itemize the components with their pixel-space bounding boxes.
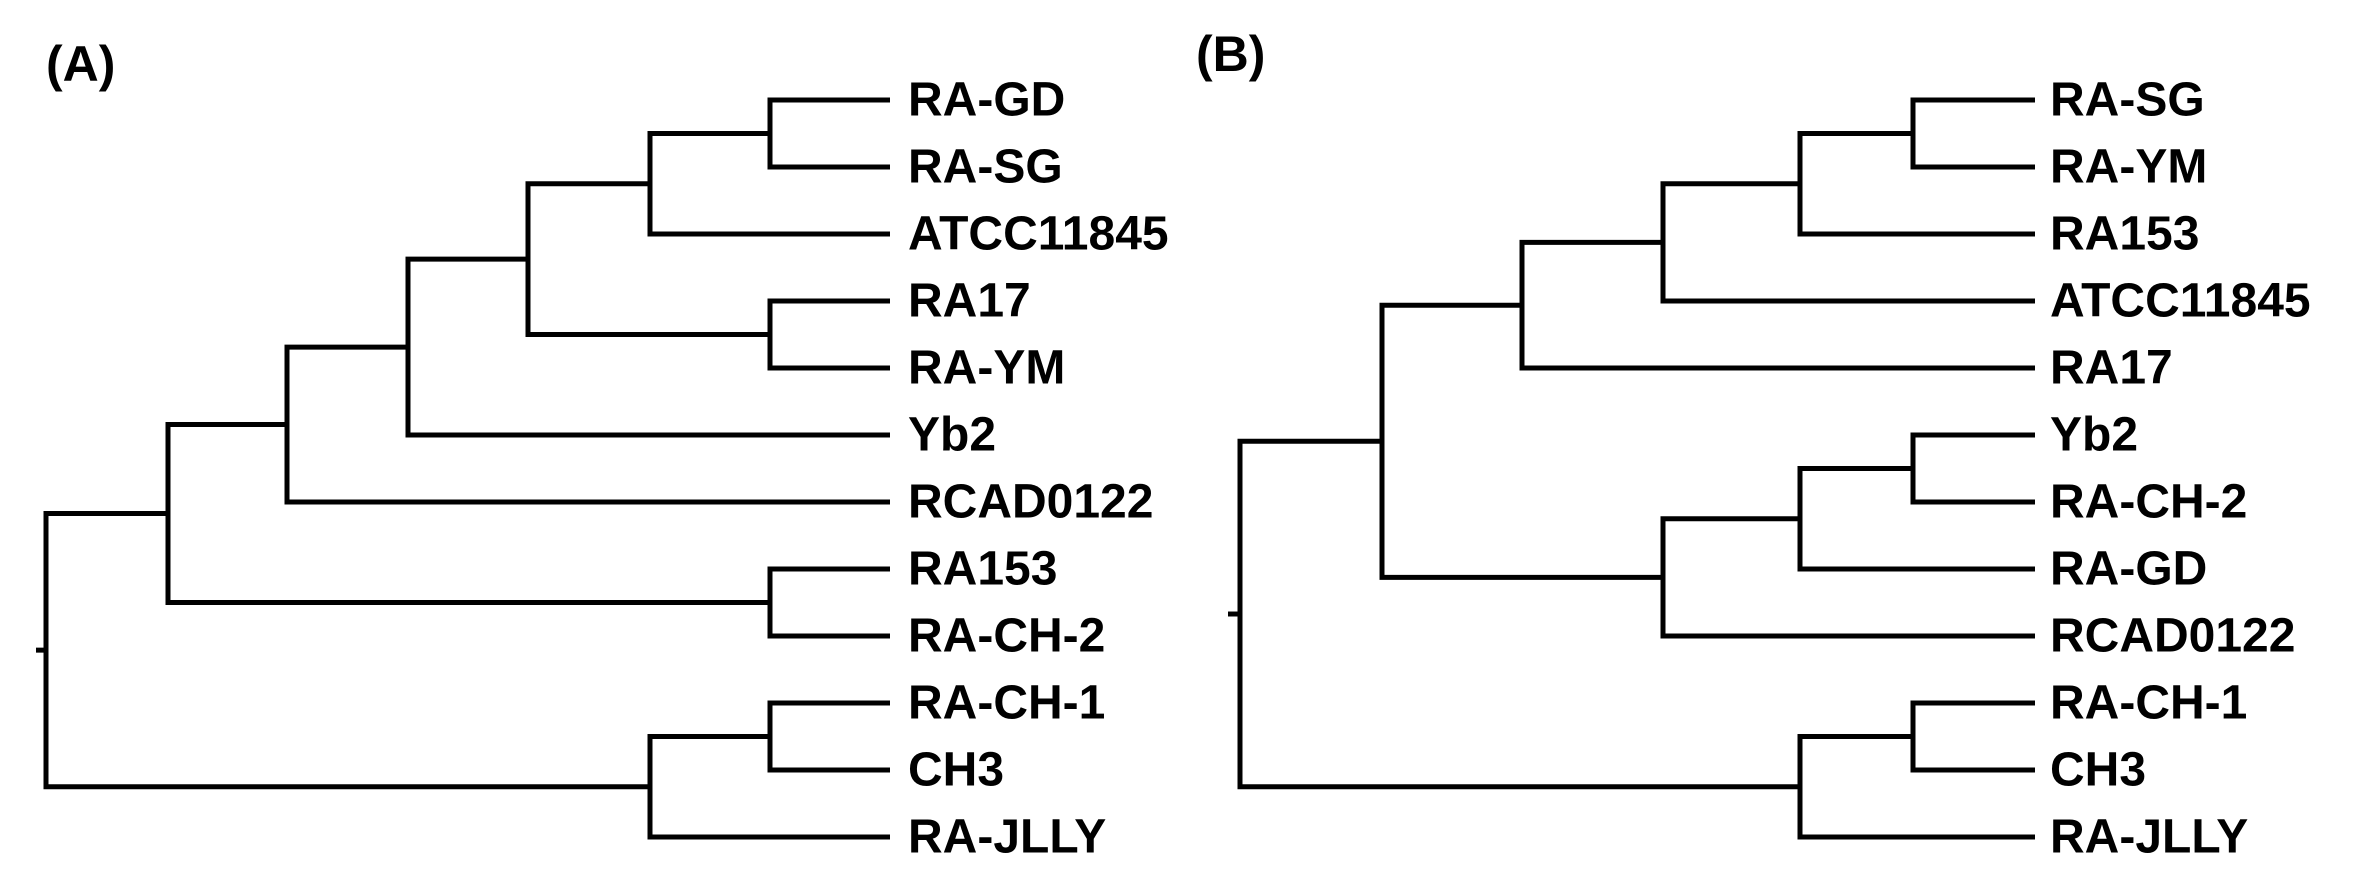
panel-label--b-: (B) [1196,26,1265,82]
taxon-label-yb2: Yb2 [908,409,996,462]
taxon-label-ra-ch-2: RA-CH-2 [908,610,1105,663]
taxon-label-ra-ym: RA-YM [2050,141,2207,194]
taxon-label-ch3: CH3 [908,744,1004,797]
branch-n9 [767,700,890,773]
branch-b5 [1910,432,2035,505]
taxon-label-ra153: RA153 [908,543,1057,596]
taxon-label-ra-gd: RA-GD [2050,543,2207,596]
taxon-label-ra-sg: RA-SG [908,141,1063,194]
branch-n8 [165,422,770,605]
taxon-label-ra-ym: RA-YM [908,342,1065,395]
branch-n3 [767,298,890,371]
branch-n7 [767,566,890,639]
taxon-label-rcad0122: RCAD0122 [908,476,1153,529]
branch-r [43,511,650,790]
branch-b3 [1660,181,2035,304]
branch-b2 [1797,131,2035,237]
taxon-label-yb2: Yb2 [2050,409,2138,462]
branch-b10 [1797,734,2035,840]
taxon-label-ra-ch-2: RA-CH-2 [2050,476,2247,529]
taxon-label-ra-gd: RA-GD [908,74,1065,127]
branch-r [1237,438,1800,790]
branch-b7 [1660,516,2035,639]
taxon-label-ra-ch-1: RA-CH-1 [2050,677,2247,730]
taxon-label-atcc11845: ATCC11845 [2050,275,2311,328]
taxon-label-ra153: RA153 [2050,208,2199,261]
branch-b6 [1797,466,2035,572]
branch-b9 [1910,700,2035,773]
branch-b4 [1519,239,2035,371]
tree-panel--b-: RA-SG RA-YM RA153ATCC11845RA17Yb2RA-CH-2RA… [1196,26,2311,864]
panel-label--a-: (A) [46,36,115,92]
branch-n5 [405,256,890,438]
taxon-label-ra17: RA17 [908,275,1031,328]
taxon-label-ra17: RA17 [2050,342,2173,395]
taxon-label-ra-jlly: RA-JLLY [2050,811,2248,864]
taxon-label-rcad0122: RCAD0122 [2050,610,2295,663]
branch-n1 [767,97,890,170]
taxon-label-ra-sg: RA-SG [2050,74,2205,127]
taxon-label-ra-ch-1: RA-CH-1 [908,677,1105,730]
taxon-label-atcc11845: ATCC11845 [908,208,1169,261]
branch-b1 [1910,97,2035,170]
taxon-label-ch3: CH3 [2050,744,2146,797]
taxon-label-ra-jlly: RA-JLLY [908,811,1106,864]
